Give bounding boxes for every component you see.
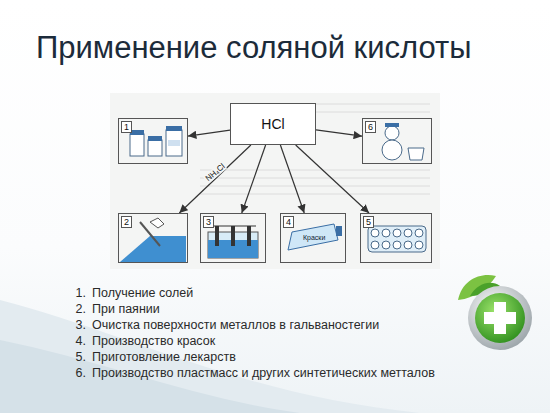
wave [0, 300, 420, 413]
edge-label: NH₄Cl [203, 161, 227, 184]
callout-number: 2 [121, 216, 132, 228]
picture-box: 4Краски [280, 213, 346, 263]
list-number: 6. [76, 366, 86, 380]
callout-number: 1 [121, 121, 132, 133]
list-number: 1. [76, 286, 86, 300]
list-number: 4. [76, 334, 86, 348]
arrow [316, 130, 362, 136]
picture-box: 6 [362, 118, 432, 164]
picture-box: 2 [118, 213, 188, 263]
list-item: Получение солей [92, 286, 193, 300]
callout-number: 3 [203, 216, 214, 228]
galvanic-bath [208, 226, 258, 258]
list-number: 3. [76, 318, 86, 332]
pill-blister [368, 226, 426, 252]
arrow [242, 145, 266, 213]
paint-tube [288, 224, 342, 250]
callout-number: 6 [365, 121, 376, 133]
list-item: Приготовление лекарств [92, 350, 236, 364]
picture-box: 1 [118, 118, 188, 164]
formula: HCl [231, 116, 315, 132]
arrow [188, 130, 230, 136]
list-item: Очистка поверхности металлов в гальванос… [92, 318, 379, 332]
callout-number: 5 [363, 216, 374, 228]
tube-label: Краски [303, 234, 325, 241]
list-number: 5. [76, 350, 86, 364]
picture-box: 3 [200, 213, 266, 263]
arrow [296, 145, 369, 213]
medical-icon [458, 275, 532, 350]
plastic-toy [382, 123, 424, 160]
arrow [280, 145, 304, 213]
list-item: При паянии [92, 302, 160, 316]
salt-jars [130, 126, 182, 156]
title: Применение соляной кислоты [36, 30, 471, 66]
callout-number: 4 [283, 216, 294, 228]
substance-box: HCl [230, 103, 316, 145]
list-number: 2. [76, 302, 86, 316]
picture-box: 5 [360, 213, 432, 263]
illustration-panel [110, 93, 440, 269]
arrow [179, 145, 251, 213]
list-item: Производство красок [92, 334, 215, 348]
list-item: Производство пластмасс и других синтетич… [92, 366, 435, 380]
